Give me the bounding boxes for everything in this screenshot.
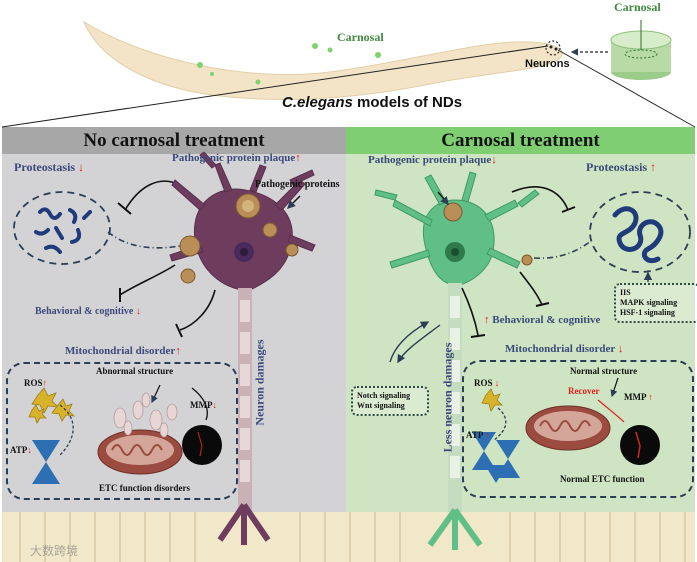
dish-carnosal-label: Carnosal	[614, 0, 661, 14]
right-recover-label: Recover	[568, 386, 600, 396]
signaling-iis: IIS	[620, 288, 631, 297]
left-ros-icon	[28, 387, 76, 424]
left-mmp-label: MMP↓	[190, 400, 217, 410]
left-mito-label: Mitochondrial disorder↑	[65, 345, 181, 357]
left-behavioral-text: Behavioral & cognitive	[35, 306, 134, 317]
right-panel-bg	[346, 127, 695, 562]
right-mito-text: Mitochondrial disorder	[505, 343, 616, 355]
petri-dish-icon	[610, 20, 672, 80]
left-panel-header-bg	[2, 127, 346, 154]
right-panel-header-bg	[346, 127, 695, 154]
left-axon-label: Neuron damages	[252, 339, 267, 426]
right-ros-icon	[481, 388, 503, 412]
right-mito-arrow: ↓	[617, 343, 624, 355]
signaling-notch: Notch signaling	[357, 391, 411, 400]
worm-carnosal-dots	[197, 43, 381, 85]
neurons-label: Neurons	[525, 58, 570, 70]
left-etc-label: ETC function disorders	[99, 483, 191, 493]
notch-wnt-box: Notch signaling Wnt signaling	[351, 386, 429, 416]
left-behavioral-arrow: ↓	[135, 306, 141, 317]
right-plaque-label: Pathogenic protein plaque↓	[368, 154, 497, 166]
right-proteostasis-arrow: ↑	[650, 160, 657, 174]
right-etc-label: Normal ETC function	[560, 474, 645, 484]
right-proteostasis-cloud	[589, 191, 691, 273]
left-panel-header: No carnosal treatment	[83, 130, 265, 151]
left-proteostasis-label: Proteostasis ↓	[14, 160, 84, 175]
left-ros-text: ROS	[24, 378, 43, 388]
right-mito-label: Mitochondrial disorder ↓	[505, 343, 623, 355]
figure-title-species: C.elegans	[282, 94, 353, 111]
right-atp-label: ATP ↑	[466, 430, 490, 440]
left-plaque-arrow: ↑	[295, 152, 301, 164]
right-ros-arrow: ↓	[494, 378, 500, 388]
signaling-hsf1: HSF-1 signaling	[620, 308, 675, 317]
right-proteostasis-label: Proteostasis ↑	[586, 160, 656, 175]
right-behavioral-text: Behavioral & cognitive	[492, 314, 601, 326]
figure-title: C.elegans models of NDs	[282, 94, 462, 111]
left-ros-label: ROS↑	[24, 378, 47, 388]
pathogenic-proteins-label: Pathogenic proteins	[255, 179, 340, 190]
left-proteostasis-arrow: ↓	[78, 160, 85, 174]
right-plaques	[443, 202, 533, 266]
right-axon-label: Less neuron damages	[440, 342, 455, 453]
left-abnormal-fragments	[113, 392, 178, 438]
left-proteostasis-text: Proteostasis	[14, 160, 76, 174]
right-plaque-text: Pathogenic protein plaque	[368, 154, 492, 166]
right-mmp-arrow: ↑	[648, 392, 653, 402]
right-atp-text: ATP	[466, 430, 483, 440]
right-mmp-label: MMP ↑	[624, 392, 653, 402]
left-misfolded-protein-icon	[34, 207, 92, 254]
right-mmp-text: MMP	[624, 392, 646, 402]
right-ros-label: ROS ↓	[474, 378, 499, 388]
right-normal-label: Normal structure	[570, 366, 638, 376]
worm-body	[82, 20, 563, 101]
left-atp-label: ATP↓	[10, 445, 32, 455]
right-mitochondrion-icon	[525, 405, 611, 451]
right-signaling-box: IIS MAPK signaling HSF-1 signaling	[614, 283, 697, 323]
right-behavioral-label: ↑ Behavioral & cognitive	[484, 314, 600, 326]
right-plaque-arrow: ↓	[491, 154, 497, 166]
right-behavioral-arrow: ↑	[484, 314, 490, 326]
left-atp-icon	[32, 440, 60, 484]
worm-carnosal-label: Carnosal	[337, 30, 384, 44]
neuron-marker	[545, 40, 561, 56]
left-plaque-label: Pathogenic protein plaque↑	[172, 152, 301, 164]
left-mmp-arrow: ↓	[212, 400, 218, 410]
left-mmp-text: MMP	[190, 400, 213, 410]
right-proteostasis-text: Proteostasis	[586, 160, 648, 174]
signaling-mapk: MAPK signaling	[620, 298, 678, 307]
left-mito-arrow: ↑	[175, 345, 181, 357]
right-atp-icon	[472, 432, 520, 483]
right-ros-text: ROS	[474, 378, 493, 388]
left-atp-text: ATP	[10, 445, 28, 455]
right-panel-header: Carnosal treatment	[441, 130, 600, 151]
right-mito-box	[462, 360, 694, 498]
right-neuron	[374, 171, 540, 286]
right-atp-arrow: ↑	[485, 430, 490, 440]
zoom-line-left	[1, 45, 549, 128]
left-proteostasis-cloud	[13, 191, 111, 265]
watermark: 大数跨境	[30, 544, 79, 558]
left-abnormal-label: Abnormal structure	[96, 366, 174, 376]
tissue-strip	[2, 512, 695, 562]
left-atp-arrow: ↓	[27, 445, 32, 455]
left-behavioral-label: Behavioral & cognitive ↓	[35, 306, 141, 317]
left-mito-text: Mitochondrial disorder	[65, 345, 176, 357]
left-plaque-text: Pathogenic protein plaque	[172, 152, 296, 164]
left-ros-arrow: ↑	[42, 378, 48, 388]
left-mitochondrion-icon	[97, 429, 183, 475]
right-folded-protein-icon	[612, 206, 664, 264]
signaling-wnt: Wnt signaling	[357, 401, 405, 410]
left-mito-box	[6, 362, 238, 500]
zoom-line-right	[557, 49, 696, 128]
figure-title-rest: models of NDs	[352, 94, 463, 111]
